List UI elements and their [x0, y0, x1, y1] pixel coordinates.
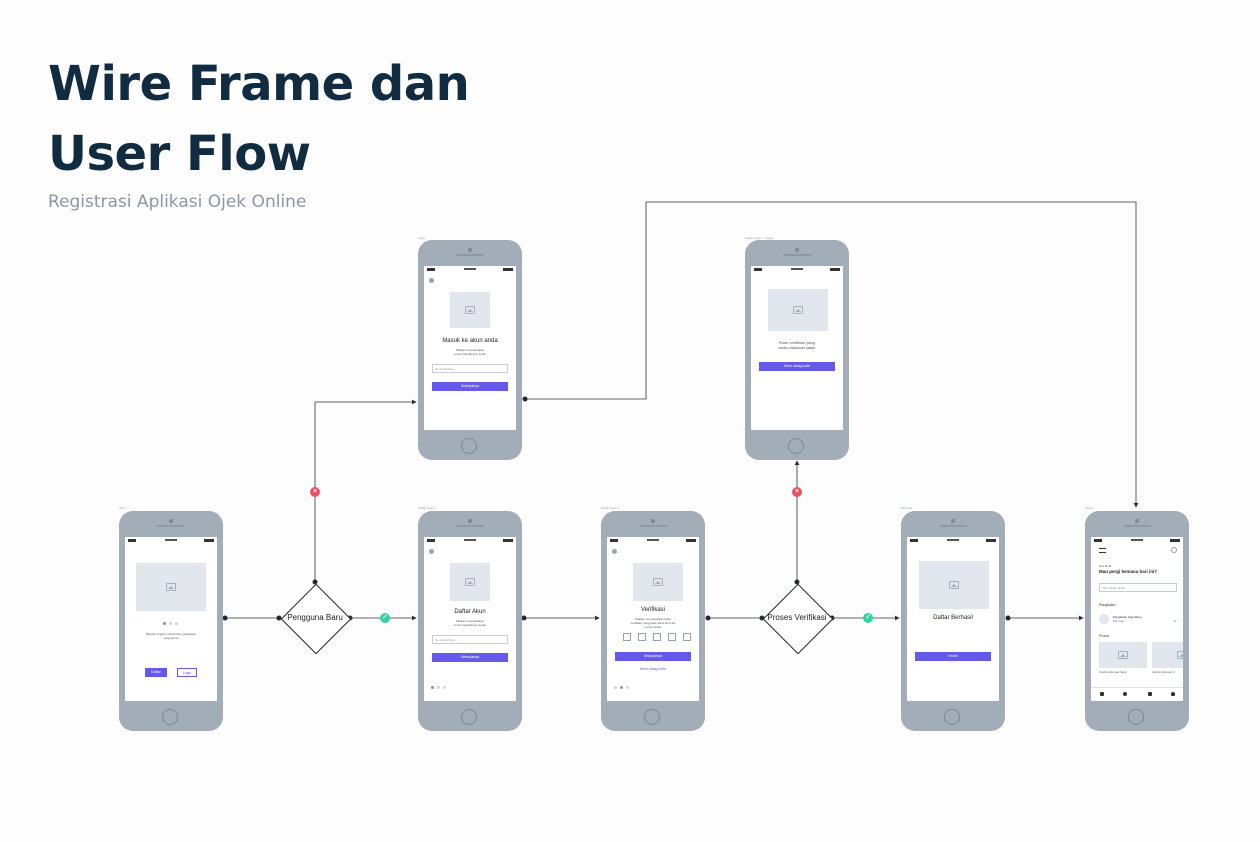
account-nav-icon[interactable]: [1171, 692, 1175, 696]
screen-label: Daftar Step 2 - Gagal: [745, 236, 774, 240]
phone-success: Daftar Berhasil Home: [901, 511, 1005, 731]
otp-box-2[interactable]: [638, 633, 646, 641]
image-placeholder: [136, 563, 206, 611]
image-placeholder: [919, 561, 989, 609]
back-icon[interactable]: [612, 549, 617, 554]
screen-label: Login: [418, 236, 426, 240]
otp-box-3[interactable]: [653, 633, 661, 641]
decision-new-user-label: Pengguna Baru: [287, 613, 343, 622]
image-icon: [653, 578, 663, 586]
image-icon: [949, 581, 959, 589]
phone-intro: Nikmati ongkos murah dan perjalanan yang…: [119, 511, 223, 731]
phone-home: Hai, Budi Mau pergi kemana hari ini? Pil…: [1085, 511, 1189, 731]
reject-icon: ×: [310, 487, 320, 497]
question: Mau pergi kemana hari ini?: [1099, 569, 1158, 574]
resend-code-button[interactable]: Kirim ulang kode: [759, 362, 835, 371]
login-desc: Silakan memasukkan nomor handphone Anda.: [453, 348, 487, 356]
verify-heading: Verifikasi: [640, 607, 665, 613]
back-icon[interactable]: [429, 278, 434, 283]
phone-register: Daftar Akun Silakan memasukkan nomor han…: [418, 511, 522, 731]
history-avatar: [1099, 614, 1109, 624]
history-item-sub: 500 meter: [1113, 620, 1125, 623]
section-history: Pangkalan: [1099, 603, 1116, 607]
phone-verify: Verifikasi Silakan memasukkan kode verif…: [601, 511, 705, 731]
image-icon: [166, 583, 176, 591]
section-promo: Promo: [1099, 634, 1110, 638]
phone-login: Masuk ke akun anda Silakan memasukkan no…: [418, 240, 522, 460]
screen-label: Daftar Step 2: [601, 506, 619, 510]
intro-text: Nikmati ongkos murah dan perjalanan yang…: [145, 632, 197, 640]
success-heading: Daftar Berhasil: [933, 615, 973, 621]
verify-fail-text: Kode verifikasi yang anda masukan salah: [778, 340, 816, 350]
back-icon[interactable]: [429, 549, 434, 554]
image-placeholder: [633, 563, 683, 601]
destination-search[interactable]: Pilih lokasi tujuan: [1099, 583, 1177, 592]
promo-image-1[interactable]: [1099, 642, 1147, 668]
accept-icon: ✓: [380, 613, 390, 623]
login-heading: Masuk ke akun anda: [442, 338, 498, 344]
resend-code-link[interactable]: Kirim ulang kode: [639, 667, 667, 671]
home-button[interactable]: Home: [915, 652, 991, 661]
page-subtitle: Registrasi Aplikasi Ojek Online: [48, 192, 307, 212]
image-icon: [793, 306, 803, 314]
otp-box-4[interactable]: [668, 633, 676, 641]
daftar-button[interactable]: Daftar: [145, 668, 167, 677]
home-nav-icon[interactable]: [1100, 692, 1104, 696]
edge-login-to-home: [525, 201, 1139, 508]
profile-icon[interactable]: [1171, 547, 1177, 553]
orders-nav-icon[interactable]: [1148, 692, 1152, 696]
image-placeholder: [768, 289, 828, 331]
image-placeholder: [450, 563, 490, 601]
screen-label: Daftar Step 1: [418, 506, 436, 510]
image-icon: [465, 306, 475, 314]
image-placeholder: [450, 292, 490, 328]
image-icon: [465, 578, 475, 586]
image-icon: [1177, 651, 1183, 659]
decision-verification-label: Proses Verifikasi: [767, 613, 827, 622]
next-button[interactable]: Selanjutnya: [615, 652, 691, 661]
phone-input[interactable]: No handphone: [432, 635, 508, 644]
verify-desc: Silakan memasukkan kode verifikasi yang …: [630, 617, 676, 629]
page-title-line-1: Wire Frame dan: [48, 56, 470, 112]
page-title-line-2: User Flow: [48, 126, 311, 182]
phone-verify-fail: Kode verifikasi yang anda masukan salah …: [745, 240, 849, 460]
promo-caption-1: Voucher potongan harga: [1099, 671, 1127, 674]
phone-input[interactable]: No handphone: [432, 364, 508, 373]
promo-image-2[interactable]: [1152, 642, 1183, 668]
history-item-title[interactable]: Pangkalan Ojek Bayu: [1113, 615, 1142, 619]
greeting: Hai, Budi: [1099, 564, 1112, 568]
menu-icon[interactable]: [1099, 548, 1106, 553]
next-button[interactable]: Selanjutnya: [432, 653, 508, 662]
history-item-time: 10 ...: [1173, 620, 1179, 623]
next-button[interactable]: Selanjutnya: [432, 382, 508, 391]
register-desc: Silakan memasukkan nomor handphone Anda.: [453, 619, 487, 627]
login-button[interactable]: Login: [177, 668, 197, 677]
edge-decision-to-login: [314, 399, 417, 582]
promo-caption-2: Voucher potongan h: [1152, 671, 1175, 674]
otp-box-1[interactable]: [623, 633, 631, 641]
bottom-nav: [1091, 687, 1183, 701]
reject-icon: ×: [792, 487, 802, 497]
register-heading: Daftar Akun: [454, 609, 486, 615]
screen-label: Home: [1085, 506, 1094, 510]
image-icon: [1118, 651, 1128, 659]
chat-nav-icon[interactable]: [1123, 692, 1127, 696]
screen-label: Berhasil: [901, 506, 912, 510]
accept-icon: ✓: [863, 613, 873, 623]
otp-box-5[interactable]: [683, 633, 691, 641]
screen-label: Intro: [119, 506, 126, 510]
